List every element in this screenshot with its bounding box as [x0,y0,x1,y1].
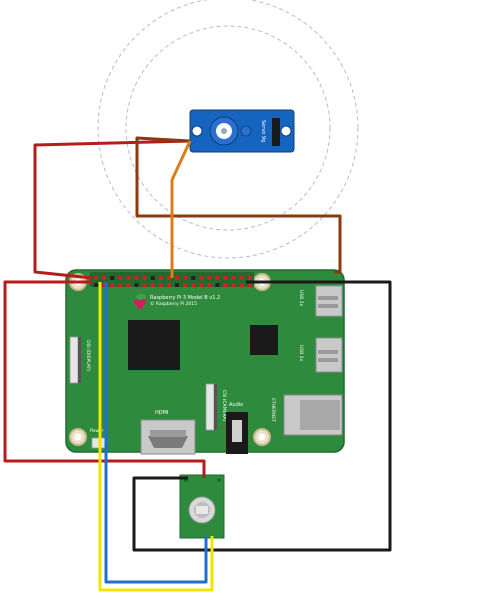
gpio-pin [126,276,131,280]
gpio-pin [94,276,98,280]
gpio-pin [118,276,123,280]
gpio-pin [126,283,131,287]
gpio-pin [102,276,107,280]
gpio-pin [223,276,228,280]
raspberry-logo-icon [134,294,146,309]
gpio-pin [191,283,196,287]
gpio-pin [175,283,179,287]
soc-chip [128,320,180,370]
ethernet-label: ETHERNET [270,398,276,422]
gpio-pin [199,283,204,287]
raspberry-pi-board: Raspberry Pi 3 Model B v1.2 © Raspberry … [65,269,345,455]
gpio-pin [183,276,188,280]
power-label: Power [90,428,104,434]
gpio-pin [94,283,98,287]
gpio-pin [166,283,171,287]
camera-connector [205,383,215,431]
temperature-sensor-module [179,474,225,539]
wire-servo-orange [170,140,192,278]
gpio-pin [207,276,212,280]
gpio-pin [207,283,212,287]
wire-sensor-blue [104,282,208,584]
gpio-pin [150,283,155,287]
wire-sensor-black [132,280,392,552]
lan-chip [250,325,278,355]
gpio-pin [231,276,236,280]
gpio-pin [191,276,196,280]
raspberry-pi-pcb [65,269,345,453]
wire-servo-red [33,139,191,280]
gpio-pin [158,283,163,287]
servo-sweep-outer-circle [97,0,359,259]
audio-label: Audio [229,402,243,408]
gpio-pin [158,276,163,280]
gpio-pin [134,283,139,287]
gpio-pin [134,276,139,280]
wire-sensor-yellow [98,282,214,592]
wire-servo-brown [135,136,342,274]
gpio-pin [183,283,188,287]
display-label: DSI (DISPLAY) [85,340,91,371]
gpio-pin [142,283,147,287]
gpio-pin [175,276,179,280]
gpio-pin [102,283,107,287]
wire-sensor-red [3,280,206,478]
servo-label: Servo 9g [260,120,266,142]
servo-gear-icon [209,116,239,146]
gpio-pin [247,283,252,287]
gpio-pin [231,283,236,287]
gpio-pin [142,276,147,280]
gpio-pin [239,283,244,287]
servo-motor: Servo 9g [189,109,295,153]
gpio-pin [247,276,252,280]
usb-port-top [315,285,343,317]
gpio-header [90,272,254,287]
servo-sweep-inner-circle [125,25,331,231]
board-brand-text: Raspberry Pi 3 Model B v1.2 [150,295,220,301]
gpio-pin [223,283,228,287]
usb-bottom-label: USB 2x [298,345,304,362]
gpio-pin [239,276,244,280]
gpio-pin [118,283,123,287]
gpio-pin [215,276,220,280]
hdmi-label: HDMI [155,410,168,416]
gpio-pin [199,276,204,280]
gpio-pin [110,276,115,280]
gpio-pin [150,276,155,280]
wires [3,136,392,592]
camera-label: CSI (CAMERA) [221,390,227,421]
gpio-pin [215,283,220,287]
display-connector [69,336,79,384]
gpio-pin [166,276,171,280]
usb-port-bottom [315,337,343,373]
usb-top-label: USB 2x [298,290,304,307]
board-copyright-text: © Raspberry Pi 2015 [150,300,197,307]
gpio-pin [110,283,115,287]
